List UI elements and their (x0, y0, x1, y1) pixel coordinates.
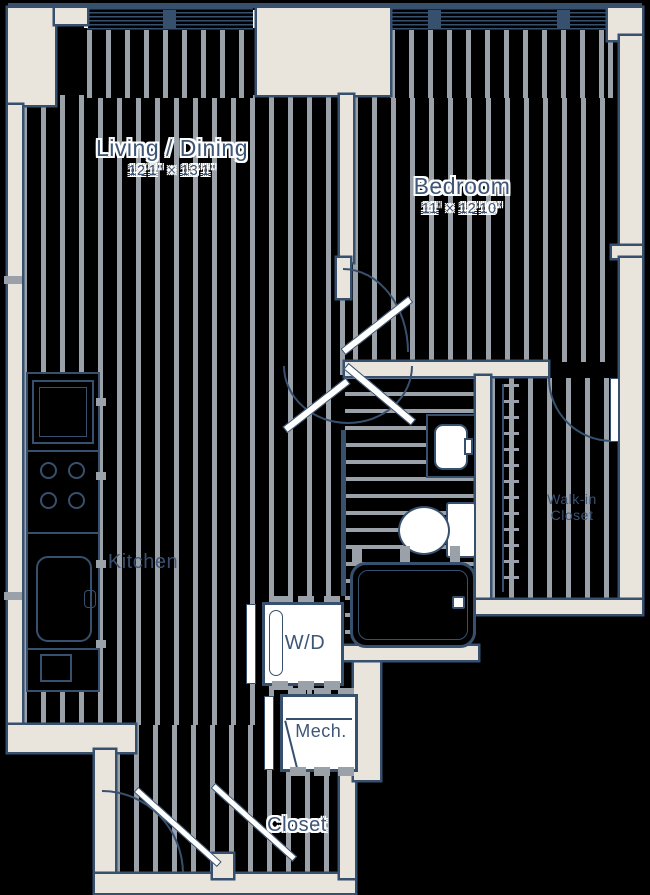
bath-sink (434, 424, 468, 470)
counter-divider-1 (28, 450, 98, 452)
mech-label: Mech. (295, 721, 347, 741)
wd-tab-bottom-1 (272, 681, 288, 690)
walkin-shelf-ticks (502, 384, 519, 592)
living-floor-window-strip (87, 28, 253, 98)
wall-top-left-block (8, 8, 55, 105)
tub-wall-tab-1 (352, 546, 362, 562)
counter-divider-2 (28, 532, 98, 534)
wall-right-lower (620, 258, 642, 614)
bath-sink-tap (464, 438, 473, 455)
mech-tab-bottom-2 (314, 767, 330, 776)
bedroom-window-mullion-1 (428, 10, 441, 28)
stove-burner-3 (40, 492, 57, 509)
wd-tab-bottom-2 (298, 681, 314, 690)
counter-handle-tab-4 (96, 640, 106, 648)
counter-divider-3 (28, 648, 98, 650)
dishwasher (40, 654, 72, 682)
left-wall-blocking-tab-1 (4, 276, 22, 284)
bedroom-window-mullion-2 (557, 10, 570, 28)
wall-top-right-block (608, 8, 642, 40)
living-dining-label: Living / Dining (96, 135, 248, 161)
wall-top-middle-block (257, 8, 390, 95)
wall-bottom-left-band (8, 725, 135, 752)
tub-wall-tab-2 (400, 546, 410, 562)
wall-right-step (612, 246, 642, 258)
walkin-closet-label-line2: Closet (550, 507, 594, 523)
wd-door-leaf (246, 604, 256, 684)
wall-top-left-step (55, 8, 87, 24)
refrigerator (32, 380, 94, 444)
walkin-door-leaf (610, 378, 619, 442)
bedroom-dimensions: 11' × 12'10" (421, 201, 503, 217)
bedroom-window (390, 8, 608, 30)
mech-shelf-line (286, 718, 352, 720)
tub-wall-tab-3 (450, 546, 460, 562)
wd-tab-top-2 (298, 596, 314, 605)
wd-door-panel (269, 610, 283, 676)
counter-handle-tab-2 (96, 472, 106, 480)
wall-bath-walkin-divider (476, 376, 490, 604)
counter-handle-tab-1 (96, 398, 106, 406)
bathtub (350, 562, 476, 648)
wall-living-bedroom-partition (340, 95, 353, 262)
stove-burner-1 (40, 462, 57, 479)
living-window-mullion (163, 10, 176, 28)
wall-mech-right-chunk (354, 648, 380, 780)
mech-door-leaf (264, 696, 274, 770)
wall-bath-left-line (341, 430, 346, 596)
bathtub-inner (358, 570, 468, 640)
mech-tab-top-1 (290, 688, 306, 697)
wd-tab-top-1 (272, 596, 288, 605)
refrigerator-inner (39, 387, 87, 437)
wall-left (8, 105, 22, 727)
mech-tab-top-3 (338, 688, 354, 697)
kitchen-faucet (84, 590, 96, 608)
kitchen-sink (36, 556, 92, 642)
walkin-closet-label-line1: Walk-in (547, 491, 597, 507)
wall-walkin-bottom (476, 600, 642, 614)
wd-tab-bottom-3 (324, 681, 340, 690)
counter-handle-tab-3 (96, 560, 106, 568)
wd-tab-top-3 (324, 596, 340, 605)
closet-label: Closet (267, 814, 327, 836)
wall-entry-bottom (95, 874, 355, 893)
bedroom-floor-right-strip (608, 40, 618, 98)
kitchen-label: Kitchen (107, 551, 179, 573)
living-dining-dimensions: 12'1" × 13'1" (128, 163, 216, 179)
mech-tab-bottom-1 (290, 767, 306, 776)
bathtub-drain (452, 596, 465, 609)
left-wall-blocking-tab-2 (4, 592, 22, 600)
stove-burner-2 (68, 462, 85, 479)
wd-label: W/D (284, 632, 326, 654)
top-exterior-wall-line (8, 3, 642, 8)
stove-burner-4 (68, 492, 85, 509)
mech-tab-top-2 (314, 688, 330, 697)
mech-tab-bottom-3 (338, 767, 354, 776)
wall-bath-bottom (343, 646, 478, 660)
bedroom-floor-window-strip (390, 28, 608, 98)
bedroom-label: Bedroom (413, 173, 511, 199)
wall-closet-right (340, 766, 355, 878)
wall-right-upper (620, 36, 642, 246)
living-window-jamb-right (253, 10, 257, 28)
